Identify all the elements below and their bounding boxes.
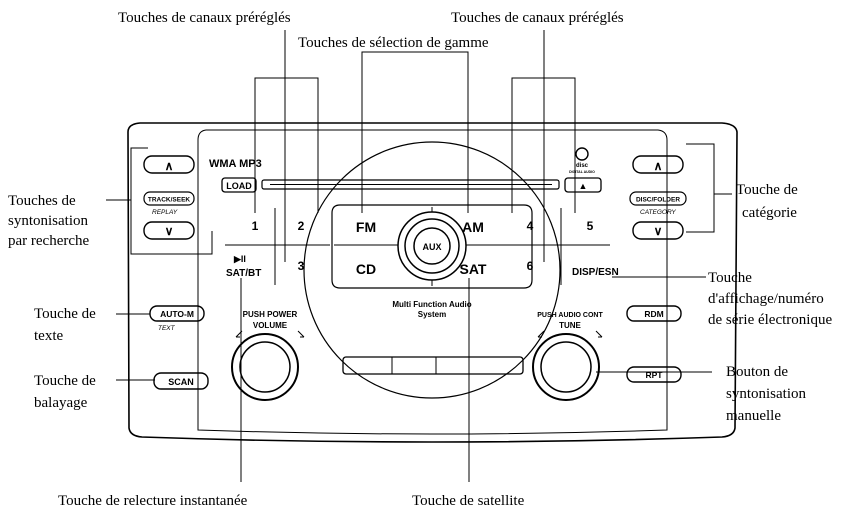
callout-display-line3: de série électronique — [708, 312, 832, 328]
seek-up-button[interactable] — [143, 155, 195, 174]
leader-preset-right-bracket — [511, 77, 576, 213]
callout-preset-right: Touches de canaux préréglés — [451, 10, 624, 26]
chevron-up-icon: ∧ — [165, 159, 174, 173]
rdm-button[interactable] — [626, 305, 682, 322]
disc-folder-label: DISC/FOLDER — [636, 197, 680, 204]
preset-3-button[interactable]: 3 — [298, 259, 305, 273]
volume-arrow-right — [297, 330, 305, 338]
tune-knob-inner — [540, 341, 592, 393]
chevron-down-icon: ∨ — [654, 224, 663, 238]
rdm-label: RDM — [644, 309, 663, 319]
callout-band-select: Touches de sélection de gamme — [298, 35, 489, 51]
cd-button[interactable]: CD — [356, 261, 376, 277]
multi-function-circle — [303, 141, 561, 399]
callout-text-line1: Touche de — [34, 306, 96, 322]
tune-label: TUNE — [559, 321, 581, 330]
callout-seek-line1: Touches de — [8, 193, 76, 209]
leader-seek-bracket — [130, 147, 213, 255]
callout-display-line2: d'affichage/numéro — [708, 291, 824, 307]
mfa-label-line1: Multi Function Audio — [392, 300, 471, 309]
band-button-frame — [331, 204, 533, 289]
text-small-label: TEXT — [158, 325, 176, 332]
rpt-label: RPT — [646, 370, 664, 380]
load-button-label: LOAD — [226, 181, 252, 191]
preset-5-button[interactable]: 5 — [587, 219, 594, 233]
callout-satellite: Touche de satellite — [412, 493, 525, 509]
aux-label: AUX — [422, 242, 441, 252]
svg-text:disc: disc — [576, 163, 589, 169]
callout-text-line2: texte — [34, 328, 63, 344]
callout-category-line1: Touche de — [736, 182, 798, 198]
track-seek-button[interactable] — [143, 191, 195, 206]
leader-preset-left-bracket — [254, 77, 319, 213]
fm-button[interactable]: FM — [356, 219, 376, 235]
volume-label: VOLUME — [253, 321, 288, 330]
callout-category-line2: catégorie — [742, 205, 797, 221]
chevron-up-icon: ∧ — [654, 159, 663, 173]
bottom-slot-frame — [342, 356, 524, 375]
tune-arrow-left — [537, 330, 545, 338]
eject-button[interactable] — [564, 177, 602, 193]
load-button[interactable] — [221, 177, 257, 193]
callout-seek-line3: par recherche — [8, 233, 90, 249]
callout-scan-line1: Touche de — [34, 373, 96, 389]
panel-outline — [127, 122, 738, 443]
volume-knob-inner — [239, 341, 291, 393]
preset-4-button[interactable]: 4 — [527, 219, 534, 233]
mfa-label-line2: System — [418, 310, 446, 319]
callout-seek-line2: syntonisation — [8, 213, 89, 229]
format-label: WMA MP3 — [209, 158, 262, 170]
scan-button[interactable] — [153, 372, 209, 390]
auto-m-label: AUTO-M — [160, 309, 194, 319]
tune-arrow-right — [595, 330, 603, 338]
track-seek-label: TRACK/SEEK — [148, 197, 191, 204]
am-button[interactable]: AM — [462, 219, 484, 235]
eject-icon: ▲ — [579, 181, 588, 191]
callout-preset-left: Touches de canaux préréglés — [118, 10, 291, 26]
callout-scan-line2: balayage — [34, 395, 88, 411]
preset-1-button[interactable]: 1 — [252, 219, 259, 233]
cd-logo-icon: disc DIGITAL AUDIO — [569, 147, 595, 174]
sat-button[interactable]: SAT — [460, 261, 487, 277]
leader-band-select — [361, 51, 469, 213]
callout-tune-line2: syntonisation — [726, 386, 807, 402]
callout-replay: Touche de relecture instantanée — [58, 493, 248, 509]
aux-button[interactable] — [413, 227, 451, 265]
scan-label: SCAN — [168, 377, 194, 387]
disc-folder-button[interactable] — [629, 191, 687, 206]
panel-inner-outline — [197, 129, 668, 435]
cd-slot — [261, 179, 560, 190]
preset-6-button[interactable]: 6 — [527, 259, 534, 273]
play-pause-icon: ▶II — [233, 254, 246, 264]
svg-text:DIGITAL AUDIO: DIGITAL AUDIO — [569, 170, 595, 174]
disp-esn-button[interactable]: DISP/ESN — [572, 267, 619, 278]
replay-label: REPLAY — [152, 209, 178, 216]
push-audio-cont-label: PUSH AUDIO CONT — [537, 312, 603, 319]
category-down-button[interactable] — [632, 221, 684, 240]
push-power-label: PUSH POWER — [243, 310, 298, 319]
seek-down-button[interactable] — [143, 221, 195, 240]
callout-tune-line3: manuelle — [726, 408, 781, 424]
preset-2-button[interactable]: 2 — [298, 219, 305, 233]
category-up-button[interactable] — [632, 155, 684, 174]
category-label: CATEGORY — [640, 209, 676, 216]
callout-display-line1: Touche — [708, 270, 752, 286]
leader-category-bracket — [686, 143, 715, 233]
sat-bt-button[interactable]: SAT/BT — [226, 268, 261, 279]
callout-tune-line1: Bouton de — [726, 364, 788, 380]
rpt-button[interactable] — [626, 366, 682, 383]
chevron-down-icon: ∨ — [165, 224, 174, 238]
